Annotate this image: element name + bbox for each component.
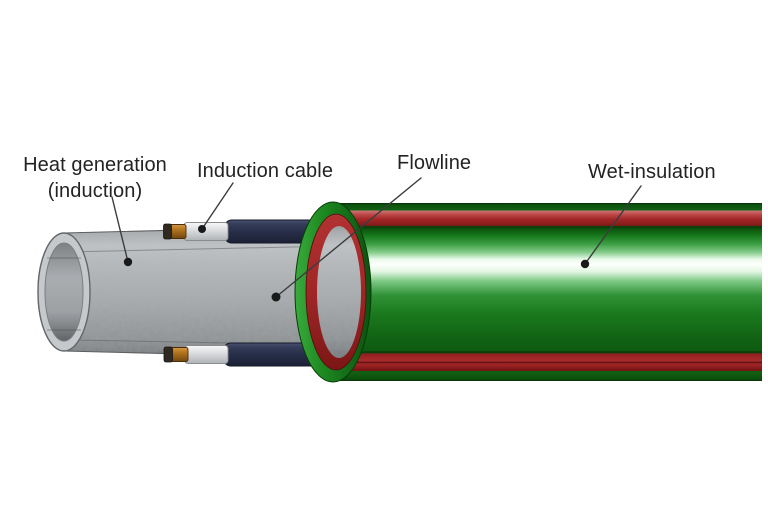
pipe-bore: [44, 242, 84, 342]
pipe-front-face-texture: [317, 226, 361, 358]
leader-line-flowline: [275, 177, 422, 298]
cable-sleeve: [184, 345, 229, 364]
label-heat-generation-line1: Heat generation: [23, 154, 167, 176]
flowline-pipe: [37, 225, 362, 359]
cable-tip-cap: [163, 223, 172, 240]
label-flowline: Flowline: [397, 152, 472, 174]
marker-dot-flowline: [271, 292, 281, 302]
liner-stripe-bottom-shadow: [330, 351, 762, 354]
pipe-texture: [38, 226, 361, 358]
marker-dot-induction-cable: [198, 225, 206, 233]
wet-insulation-jacket: [330, 203, 762, 381]
marker-dot-heat-generation: [123, 257, 133, 267]
label-wet-insulation: Wet-insulation: [588, 161, 716, 183]
leader-line-induction-cable: [201, 182, 234, 230]
liner-stripe-top: [330, 210, 762, 226]
label-induction-cable: Induction cable: [197, 160, 334, 182]
label-heat-generation-line2: (induction): [47, 180, 143, 202]
liner-stripe-top-shadow: [330, 225, 762, 229]
pipe-curvature-line-top: [65, 245, 337, 253]
label-heat-generation: Heat generation (induction): [2, 152, 188, 204]
leader-line-heat-generation: [111, 196, 129, 263]
leader-line-wet-insulation: [584, 185, 642, 265]
marker-dot-wet-insulation: [580, 259, 590, 269]
liner-stripe-bottom-seam: [330, 361, 762, 364]
cable-tip-cap: [163, 346, 173, 363]
annotations: [111, 177, 642, 302]
jacket-cut-face: [294, 201, 372, 383]
induction-cable-top: [163, 219, 335, 244]
cable-sleeve: [183, 222, 229, 241]
